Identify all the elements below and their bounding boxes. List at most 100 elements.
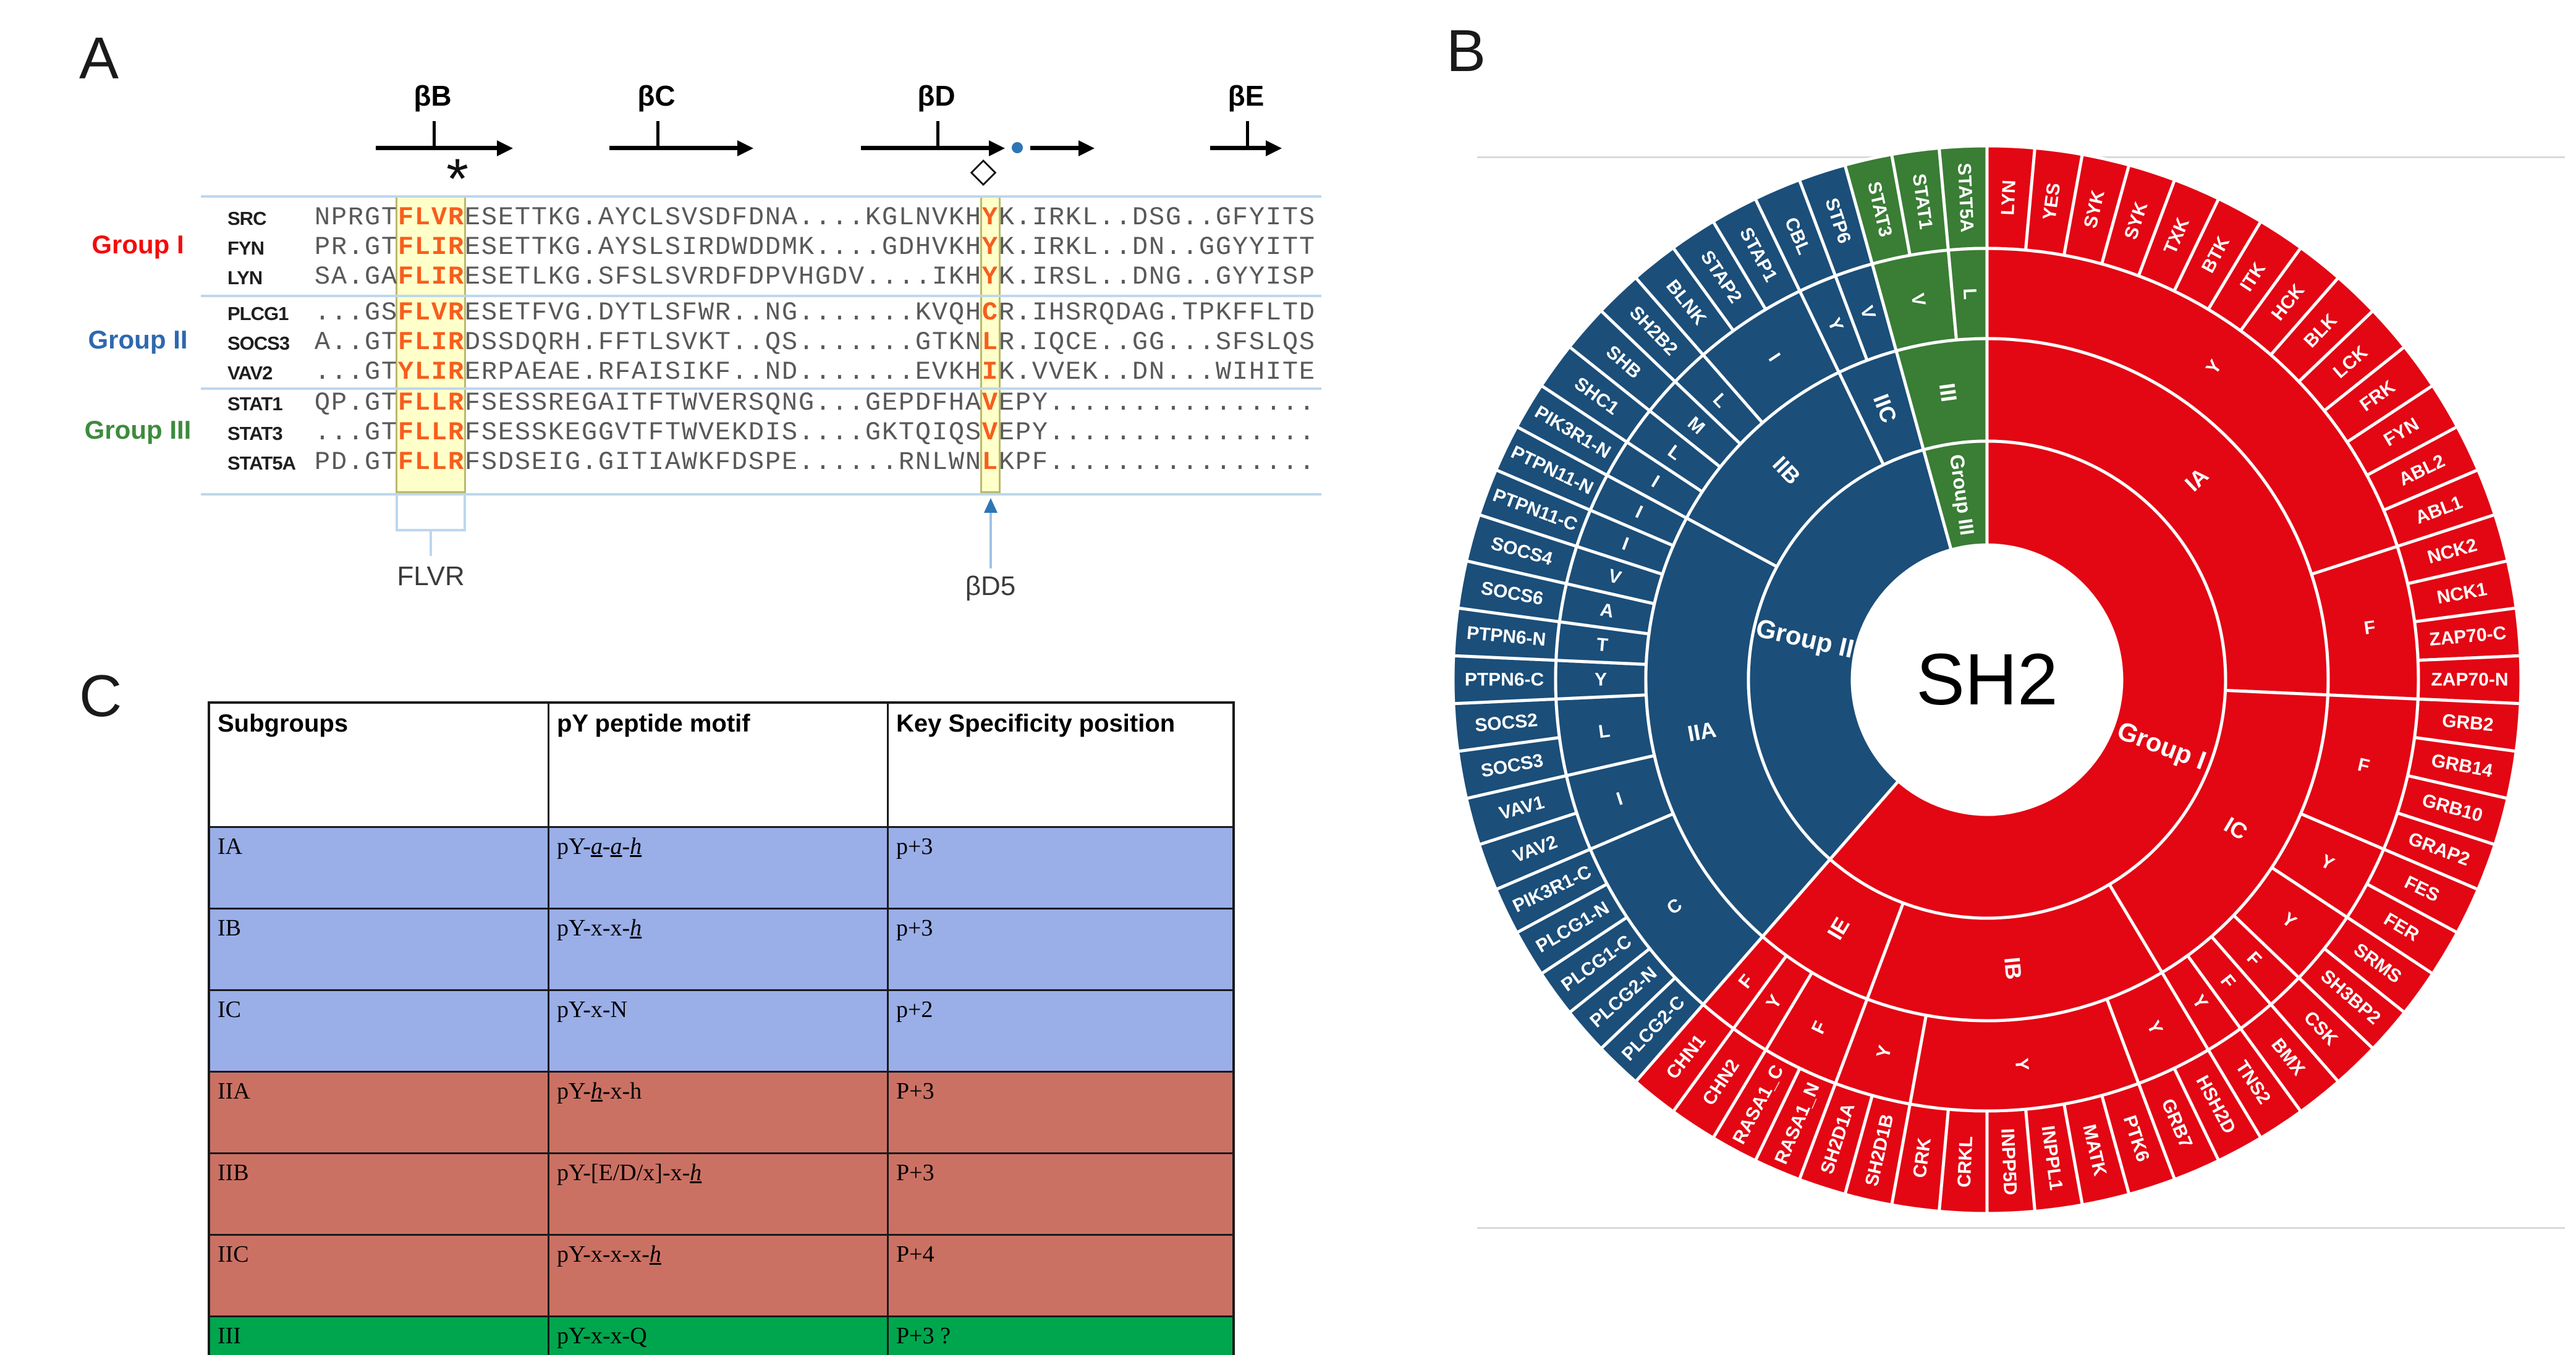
alignment-sequence-row: SA.GAFLIRESETLKG.SFSLSVRDFDPVHGDV....IKH… bbox=[314, 262, 1315, 292]
table-header-cell: Key Specificity position bbox=[887, 701, 1235, 828]
sunburst-subgroup-label: IIA bbox=[1685, 716, 1718, 746]
bd5-label: βD5 bbox=[965, 571, 1016, 601]
sunburst-group-segment bbox=[1747, 447, 1954, 862]
table-cell-subgroup: IIA bbox=[208, 1071, 549, 1154]
beta-strand-tick bbox=[1246, 121, 1249, 148]
sunburst-residue-label: L bbox=[1959, 288, 1980, 300]
sunburst-residue-label: Y bbox=[1595, 670, 1607, 690]
alignment-sequence-row: NPRGTFLVRESETTKG.AYCLSVSDFDNA....KGLNVKH… bbox=[314, 203, 1315, 232]
table-cell-motif: pY-h-x-h bbox=[548, 1071, 889, 1154]
alignment-sequence-row: ...GSFLVRESETFVG.DYTLSFWR..NG.......KVQH… bbox=[314, 298, 1315, 327]
alignment-protein-name: STAT3 bbox=[227, 423, 283, 444]
sunburst-subgroup-label: IB bbox=[1999, 956, 2027, 981]
beta-strand-arrow bbox=[609, 146, 741, 150]
sunburst-protein-label: YES bbox=[2039, 182, 2064, 221]
alignment-group-label: Group I bbox=[91, 230, 184, 259]
alignment-protein-name: VAV2 bbox=[227, 362, 273, 384]
alignment-protein-name: STAT5A bbox=[227, 452, 296, 474]
beta-strand-arrowhead bbox=[989, 140, 1005, 156]
sunburst-protein-label: GRB2 bbox=[2441, 711, 2494, 735]
alignment-protein-name: FYN bbox=[227, 237, 265, 259]
beta-strand-arrowhead bbox=[1266, 140, 1282, 156]
sunburst-center-circle bbox=[1852, 545, 2122, 814]
table-cell-subgroup: IIB bbox=[208, 1152, 549, 1236]
table-cell-key-position: P+3 bbox=[887, 1071, 1235, 1154]
bd5-highlight-box bbox=[980, 195, 1001, 493]
bd5-diamond-annotation: ◇ bbox=[970, 150, 997, 189]
alignment-sequence-row: PD.GTFLLRFSDSEIG.GITIAWKFDSPE......RNLWN… bbox=[314, 447, 1315, 477]
alignment-group-label: Group III bbox=[84, 415, 192, 444]
table-cell-motif: pY-x-x-h bbox=[548, 908, 889, 991]
table-header-cell: pY peptide motif bbox=[548, 701, 889, 828]
table-header-cell: Subgroups bbox=[208, 701, 549, 828]
alignment-sequence-row: PR.GTFLIRESETTKG.AYSLSIRDWDDMK....GDHVKH… bbox=[314, 232, 1315, 262]
bd5-arrowhead bbox=[983, 498, 998, 513]
sunburst-protein-label: CRKL bbox=[1954, 1136, 1977, 1188]
sunburst-group-segment bbox=[1921, 439, 1989, 552]
flvr-star-annotation: * bbox=[446, 148, 468, 211]
alignment-protein-name: SRC bbox=[227, 208, 266, 229]
beta-strand-arrow bbox=[376, 146, 501, 150]
beta-strand-label: βC bbox=[637, 80, 676, 112]
table-cell-subgroup: IB bbox=[208, 908, 549, 991]
beta-strand-tick bbox=[656, 121, 659, 148]
table-cell-subgroup: IIC bbox=[208, 1234, 549, 1317]
beta-strand-tick bbox=[433, 121, 436, 148]
sunburst-protein-label: STAT5A bbox=[1954, 163, 1977, 233]
beta-strand-arrow-extra bbox=[1030, 146, 1082, 150]
table-cell-motif: pY-x-N bbox=[548, 989, 889, 1073]
table-cell-motif: pY-x-x-Q bbox=[548, 1315, 889, 1355]
sunburst-bottom-line bbox=[1477, 1227, 2565, 1229]
table-cell-subgroup: III bbox=[208, 1315, 549, 1355]
sunburst-subgroup-label: III bbox=[1934, 382, 1962, 403]
table-cell-key-position: P+4 bbox=[887, 1234, 1235, 1317]
panel-a-label: A bbox=[79, 25, 119, 91]
alignment-sequence-row: ...GTFLLRFSESSKEGGVTFTWVEKDIS....GKTQIQS… bbox=[314, 418, 1315, 447]
sunburst-protein-label: PTPN6-C bbox=[1465, 670, 1544, 690]
alignment-protein-name: SOCS3 bbox=[227, 332, 290, 354]
group-separator-line bbox=[201, 493, 1321, 496]
sunburst-protein-label: INPP5D bbox=[1997, 1128, 2020, 1196]
flvr-bracket bbox=[464, 494, 466, 529]
table-cell-motif: pY-[E/D/x]-x-h bbox=[548, 1152, 889, 1236]
table-cell-key-position: p+3 bbox=[887, 908, 1235, 991]
table-cell-key-position: p+2 bbox=[887, 989, 1235, 1073]
beta-strand-tick bbox=[936, 121, 939, 148]
sunburst-protein-label: LYN bbox=[1998, 179, 2020, 216]
table-cell-key-position: P+3 bbox=[887, 1152, 1235, 1236]
alignment-protein-name: PLCG1 bbox=[227, 303, 289, 324]
beta-strand-arrowhead bbox=[737, 140, 753, 156]
group-separator-line bbox=[201, 387, 1321, 390]
group-separator-line bbox=[201, 295, 1321, 297]
beta-strand-arrowhead-extra bbox=[1078, 140, 1095, 156]
sunburst-protein-label: ZAP70-N bbox=[2431, 670, 2508, 690]
alignment-group-label: Group II bbox=[88, 325, 188, 354]
alignment-sequence-row: QP.GTFLLRFSESSREGAITFTWVERSQNG...GEPDFHA… bbox=[314, 388, 1315, 418]
beta-strand-label: βE bbox=[1227, 80, 1265, 112]
flvr-bracket bbox=[430, 529, 432, 556]
table-cell-subgroup: IC bbox=[208, 989, 549, 1073]
beta-strand-arrow bbox=[861, 146, 993, 150]
sunburst-residue-label: Y bbox=[2011, 1057, 2033, 1071]
sunburst-residue-label: F bbox=[2363, 617, 2377, 639]
group-separator-line bbox=[201, 195, 1321, 198]
sunburst-residue-label: T bbox=[1596, 635, 1609, 656]
table-cell-key-position: P+3 ? bbox=[887, 1315, 1235, 1355]
alignment-sequence-row: A..GTFLIRDSSDQRH.FFTLSVKT..QS.......GTKN… bbox=[314, 327, 1315, 357]
alignment-protein-name: STAT1 bbox=[227, 393, 283, 415]
beta-strand-label: βB bbox=[413, 80, 452, 112]
flvr-bracket bbox=[396, 494, 398, 529]
bd-blue-dot bbox=[1012, 142, 1023, 153]
beta-strand-arrow bbox=[1210, 146, 1269, 150]
alignment-sequence-row: ...GTYLIRERPAEAE.RFAISIKF..ND.......EVKH… bbox=[314, 357, 1315, 387]
